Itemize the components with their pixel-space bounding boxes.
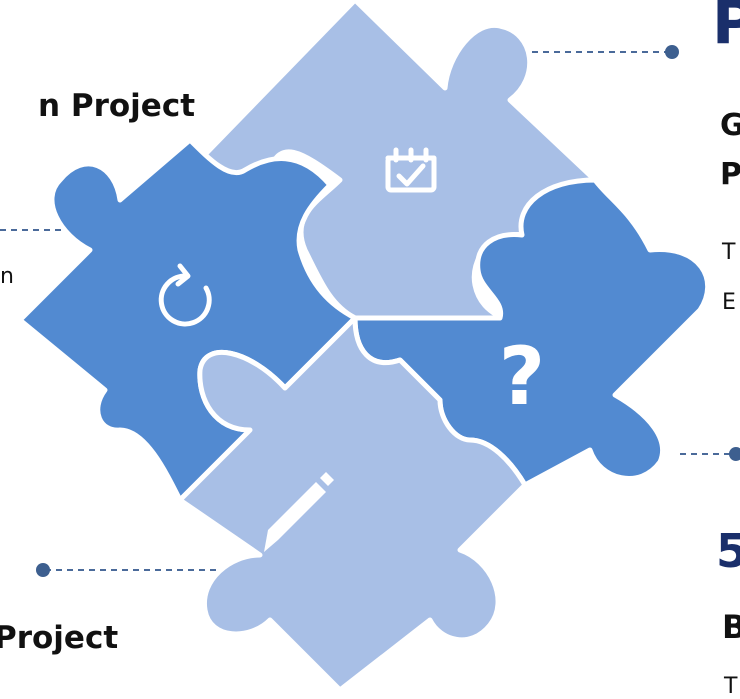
left-bottom-title: Project — [0, 620, 119, 656]
left-top-text: n — [0, 264, 14, 289]
right-top-heading: P — [712, 0, 740, 58]
connector-dot-top-right — [665, 45, 679, 59]
calendar-check-icon — [385, 147, 437, 193]
right-top-subheading-line1: G — [720, 108, 740, 143]
right-top-text-line2: E — [722, 290, 736, 315]
puzzle-piece-bottom — [177, 315, 528, 690]
right-bottom-subheading: B — [722, 608, 740, 646]
puzzle-piece-left — [17, 137, 358, 503]
right-top-text-line1: T — [722, 240, 736, 265]
left-top-title: n Project — [38, 88, 196, 124]
connector-dot-bottom-left — [36, 563, 50, 577]
refresh-icon — [158, 263, 212, 327]
right-bottom-heading: 5 — [716, 524, 740, 578]
right-top-subheading-line2: P — [720, 157, 740, 192]
connector-dot-bottom-right — [729, 447, 740, 461]
right-bottom-text: T — [724, 674, 738, 699]
question-icon: ? — [499, 330, 545, 423]
pencil-icon — [264, 472, 334, 552]
